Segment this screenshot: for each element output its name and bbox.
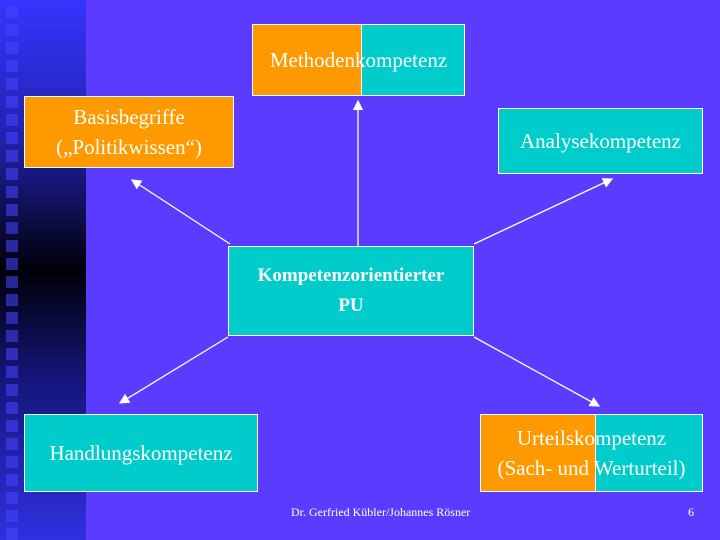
arrow-to-basis xyxy=(130,179,231,245)
strip-square xyxy=(6,168,18,180)
strip-square xyxy=(6,258,18,270)
strip-square xyxy=(6,492,18,504)
basisbegriffe-box: Basisbegriffe („Politikwissen“) xyxy=(24,96,234,168)
strip-square xyxy=(6,240,18,252)
strip-square xyxy=(6,474,18,486)
arrow-to-handlung xyxy=(118,336,229,404)
methodenkompetenz-label: Methodenkompetenz xyxy=(269,48,448,72)
strip-square xyxy=(6,348,18,360)
strip-square xyxy=(6,60,18,72)
strip-square xyxy=(6,24,18,36)
handlungskompetenz-box: Handlungskompetenz xyxy=(24,414,258,492)
strip-square xyxy=(6,78,18,90)
page-number: 6 xyxy=(688,505,694,519)
analysekompetenz-label: Analysekompetenz xyxy=(520,129,681,153)
strip-square xyxy=(6,186,18,198)
center-title-line1: Kompetenzorientierter xyxy=(257,265,445,286)
strip-square xyxy=(6,42,18,54)
methodenkompetenz-box: Methodenkompetenz xyxy=(252,24,465,96)
footer-author: Dr. Gerfried Kübler/Johannes Rösner xyxy=(291,505,471,519)
strip-square xyxy=(6,402,18,414)
strip-square xyxy=(6,438,18,450)
strip-square xyxy=(6,150,18,162)
strip-square xyxy=(6,384,18,396)
arrow-to-analyse xyxy=(473,178,614,245)
strip-square xyxy=(6,276,18,288)
basisbegriffe-label: Basisbegriffe xyxy=(73,105,185,129)
politikwissen-label: („Politikwissen“) xyxy=(56,135,202,159)
strip-square xyxy=(6,96,18,108)
strip-square xyxy=(6,366,18,378)
arrow-to-urteil xyxy=(473,336,601,407)
urteil-subtitle: (Sach- und Werturteil) xyxy=(497,456,686,480)
urteilskompetenz-label: Urteilskompetenz xyxy=(516,426,667,450)
urteilskompetenz-box: Urteilskompetenz (Sach- und Werturteil) xyxy=(480,414,703,492)
strip-square xyxy=(6,294,18,306)
analysekompetenz-box: Analysekompetenz xyxy=(498,108,703,174)
strip-square xyxy=(6,204,18,216)
strip-square xyxy=(6,456,18,468)
strip-square xyxy=(6,330,18,342)
strip-square xyxy=(6,420,18,432)
strip-square xyxy=(6,528,18,540)
strip-square xyxy=(6,114,18,126)
handlungskompetenz-label: Handlungskompetenz xyxy=(49,441,233,465)
strip-square xyxy=(6,510,18,522)
strip-square xyxy=(6,6,18,18)
center-box: Kompetenzorientierter PU xyxy=(228,246,474,336)
strip-square xyxy=(6,132,18,144)
strip-square xyxy=(6,222,18,234)
center-title-line2: PU xyxy=(338,295,364,316)
strip-square xyxy=(6,312,18,324)
